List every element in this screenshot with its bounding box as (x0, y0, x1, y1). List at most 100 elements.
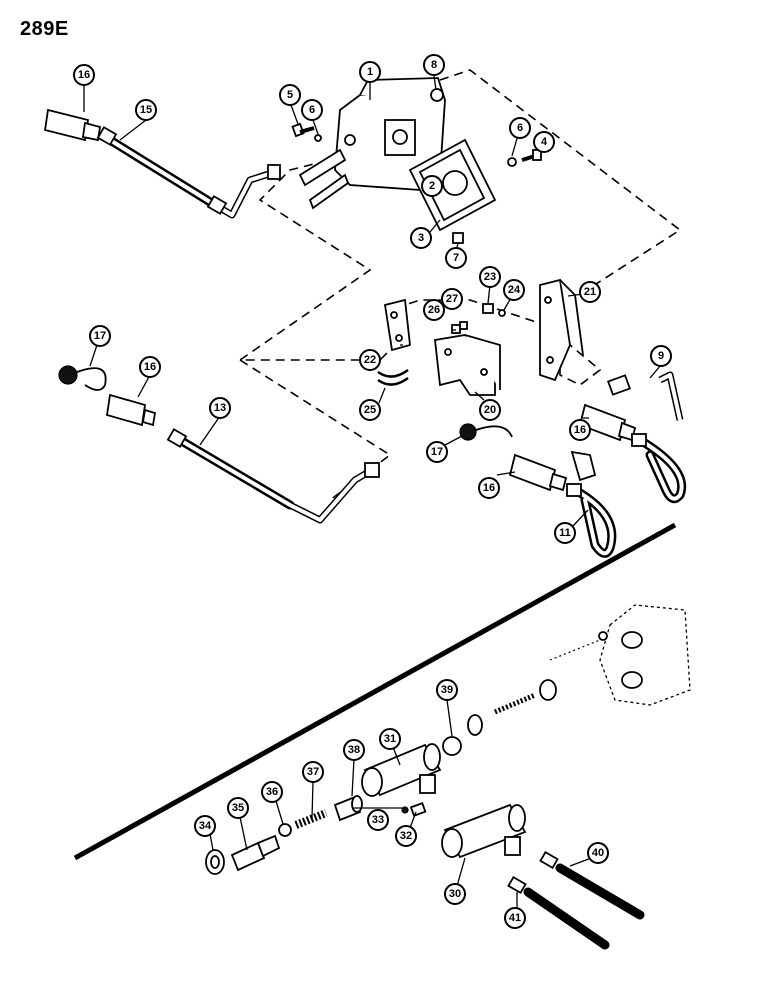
svg-text:7: 7 (453, 252, 459, 264)
callout-23: 23 (479, 266, 501, 288)
svg-text:33: 33 (372, 814, 384, 826)
callout-3: 3 (410, 227, 432, 249)
bracket-22 (383, 298, 411, 352)
gasket (408, 138, 497, 232)
callout-37: 37 (302, 761, 324, 783)
svg-text:30: 30 (449, 888, 461, 900)
svg-text:16: 16 (144, 361, 156, 373)
svg-text:41: 41 (509, 912, 521, 924)
callout-36: 36 (261, 781, 283, 803)
callout-30: 30 (444, 883, 466, 905)
assembly-group-outline-lower (239, 359, 392, 501)
svg-text:25: 25 (364, 404, 376, 416)
washer-6a (314, 134, 322, 142)
callout-24: 24 (503, 279, 525, 301)
page-title: 289E (20, 18, 69, 40)
callout-6-left: 6 (301, 99, 323, 121)
callout-16-right: 16 (569, 419, 591, 441)
callout-27: 27 (441, 288, 463, 310)
svg-text:21: 21 (584, 286, 596, 298)
leader-lines (83, 74, 662, 910)
nut-26-27 (451, 321, 468, 334)
bracket-21 (539, 278, 584, 382)
plug-7 (452, 232, 464, 244)
valve-body (298, 77, 446, 210)
svg-text:2: 2 (429, 180, 435, 192)
quick-coupler-16a (43, 108, 102, 142)
bolt-4 (521, 149, 542, 162)
callout-40: 40 (587, 842, 609, 864)
callout-9: 9 (650, 345, 672, 367)
hose-11 (566, 450, 617, 558)
bracket-20 (434, 334, 501, 396)
svg-text:39: 39 (441, 684, 453, 696)
svg-text:34: 34 (199, 820, 212, 832)
bolt-23 (482, 303, 506, 317)
hose-13 (166, 428, 380, 524)
quick-coupler-16d (578, 403, 637, 442)
svg-text:37: 37 (307, 766, 319, 778)
spring-parts (467, 631, 608, 736)
callout-16-top: 16 (73, 64, 95, 86)
callout-41: 41 (504, 907, 526, 929)
callout-15: 15 (135, 99, 157, 121)
quick-coupler-16b (105, 393, 157, 427)
svg-text:31: 31 (384, 733, 396, 745)
svg-text:11: 11 (559, 527, 571, 539)
hose-9 (606, 371, 686, 504)
washer-6b (507, 157, 517, 167)
callout-33: 33 (367, 809, 389, 831)
dust-cap-17b (459, 423, 513, 441)
callout-20: 20 (479, 399, 501, 421)
nut-34 (205, 849, 225, 875)
svg-text:17: 17 (94, 330, 106, 342)
hose-41 (507, 875, 610, 950)
svg-text:3: 3 (418, 232, 424, 244)
section-divider (73, 522, 677, 861)
callout-2: 2 (421, 175, 443, 197)
svg-text:35: 35 (232, 802, 244, 814)
svg-text:16: 16 (574, 424, 586, 436)
svg-text:6: 6 (309, 104, 315, 116)
svg-text:38: 38 (348, 744, 360, 756)
hose-40 (539, 850, 645, 920)
svg-text:27: 27 (446, 293, 458, 305)
callout-34: 34 (194, 815, 216, 837)
svg-text:32: 32 (400, 830, 412, 842)
callout-16-mid: 16 (478, 477, 500, 499)
svg-text:16: 16 (483, 482, 495, 494)
svg-text:16: 16 (78, 69, 90, 81)
spring-37 (294, 809, 328, 829)
relief-valve-30 (441, 803, 527, 859)
svg-text:9: 9 (658, 350, 664, 362)
svg-text:40: 40 (592, 847, 604, 859)
callout-21: 21 (579, 281, 601, 303)
svg-text:36: 36 (266, 786, 278, 798)
callout-1: 1 (359, 61, 381, 83)
clip-25 (377, 368, 409, 386)
bolt-5 (291, 122, 315, 138)
svg-text:6: 6 (517, 122, 523, 134)
housing-outline (599, 604, 691, 706)
callout-5: 5 (279, 84, 301, 106)
assembly-group-outline (237, 69, 682, 386)
svg-text:20: 20 (484, 404, 496, 416)
o-ring-36 (278, 823, 292, 837)
callout-4: 4 (533, 131, 555, 153)
svg-text:24: 24 (508, 284, 521, 296)
svg-text:8: 8 (431, 59, 437, 71)
callout-16-mid-left: 16 (139, 356, 161, 378)
screw-32-33 (401, 802, 427, 817)
dust-cap-17a (58, 365, 107, 391)
svg-text:15: 15 (140, 104, 152, 116)
svg-text:1: 1 (367, 66, 373, 78)
svg-text:22: 22 (364, 354, 376, 366)
plug-35 (230, 834, 281, 872)
callout-32: 32 (395, 825, 417, 847)
o-ring-39 (442, 736, 462, 756)
svg-text:23: 23 (484, 271, 496, 283)
callout-7: 7 (445, 247, 467, 269)
hose-15 (96, 126, 281, 219)
callout-39: 39 (436, 679, 458, 701)
